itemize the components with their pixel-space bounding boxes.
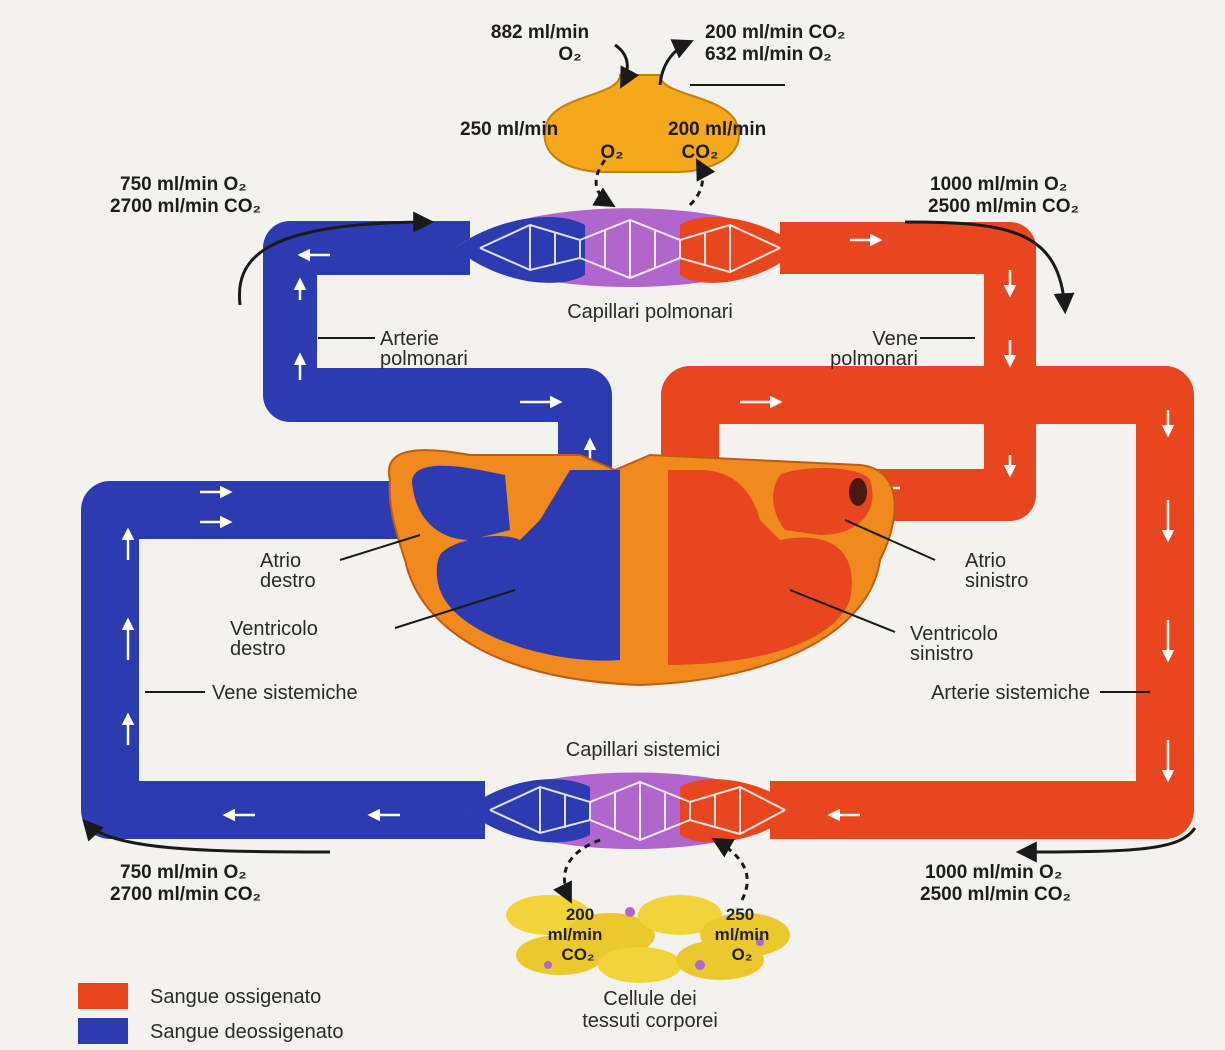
systemic-arteries-label: Arterie sistemiche — [931, 682, 1090, 704]
legend-oxygenated-swatch — [78, 983, 128, 1009]
pulmonary-veins-label-2: polmonari — [830, 348, 918, 370]
tissue-o2-amount: 250 — [726, 905, 754, 924]
sys-out-o2: 750 ml/min O₂ — [120, 862, 247, 883]
tissue-co2-unit: ml/min — [548, 925, 603, 944]
lung-exchange-o2-rate: 250 ml/min — [460, 119, 558, 140]
right-ventricle-label-2: destro — [230, 638, 286, 660]
pulm-out-o2: 1000 ml/min O₂ — [930, 174, 1067, 195]
right-atrium-label-1: Atrio — [260, 550, 301, 572]
left-ventricle-label-2: sinistro — [910, 643, 973, 665]
pulmonary-capillaries — [455, 208, 800, 287]
pulm-in-co2: 2700 ml/min CO₂ — [110, 196, 261, 217]
tissue-o2-unit: ml/min — [715, 925, 770, 944]
right-ventricle-label-1: Ventricolo — [230, 618, 318, 640]
lung-in-o2-rate: 882 ml/min — [491, 22, 589, 43]
systemic-capillaries — [465, 773, 800, 850]
tissue-cells-label-1: Cellule dei — [603, 988, 696, 1010]
lung-in-o2-gas: O₂ — [558, 44, 581, 65]
right-atrium-label-2: destro — [260, 570, 316, 592]
lung-out-co2: 200 ml/min CO₂ — [705, 22, 845, 43]
legend-deoxygenated-swatch — [78, 1018, 128, 1044]
tissue-co2-amount: 200 — [566, 905, 594, 924]
systemic-capillaries-label: Capillari sistemici — [566, 739, 720, 761]
tissue-cells-label-2: tessuti corporei — [582, 1010, 718, 1032]
legend-deoxygenated-label: Sangue deossigenato — [150, 1021, 344, 1043]
pulmonary-veins-label-1: Vene — [872, 328, 918, 350]
pulm-out-co2: 2500 ml/min CO₂ — [928, 196, 1079, 217]
left-atrium-label-1: Atrio — [965, 550, 1006, 572]
heart — [389, 450, 895, 685]
left-ventricle-label-1: Ventricolo — [910, 623, 998, 645]
tissue-co2-gas: CO₂ — [561, 945, 594, 964]
lung-out-o2: 632 ml/min O₂ — [705, 44, 832, 65]
legend: Sangue ossigenato Sangue deossigenato — [78, 983, 344, 1044]
lung-exchange-co2-gas: CO₂ — [682, 142, 719, 163]
legend-oxygenated-label: Sangue ossigenato — [150, 986, 321, 1008]
lung-exchange-co2-rate: 200 ml/min — [668, 119, 766, 140]
sys-in-co2: 2500 ml/min CO₂ — [920, 884, 1071, 905]
systemic-veins-label: Vene sistemiche — [212, 682, 358, 704]
pulmonary-arteries-label-2: polmonari — [380, 348, 468, 370]
pulm-in-o2: 750 ml/min O₂ — [120, 174, 247, 195]
tissue-o2-gas: O₂ — [732, 945, 753, 964]
left-atrium-label-2: sinistro — [965, 570, 1028, 592]
pulmonary-capillaries-label: Capillari polmonari — [567, 301, 733, 323]
sys-out-co2: 2700 ml/min CO₂ — [110, 884, 261, 905]
pulmonary-arteries-label-1: Arterie — [380, 328, 439, 350]
lung-exchange-o2-gas: O₂ — [600, 142, 623, 163]
sys-in-o2: 1000 ml/min O₂ — [925, 862, 1062, 883]
